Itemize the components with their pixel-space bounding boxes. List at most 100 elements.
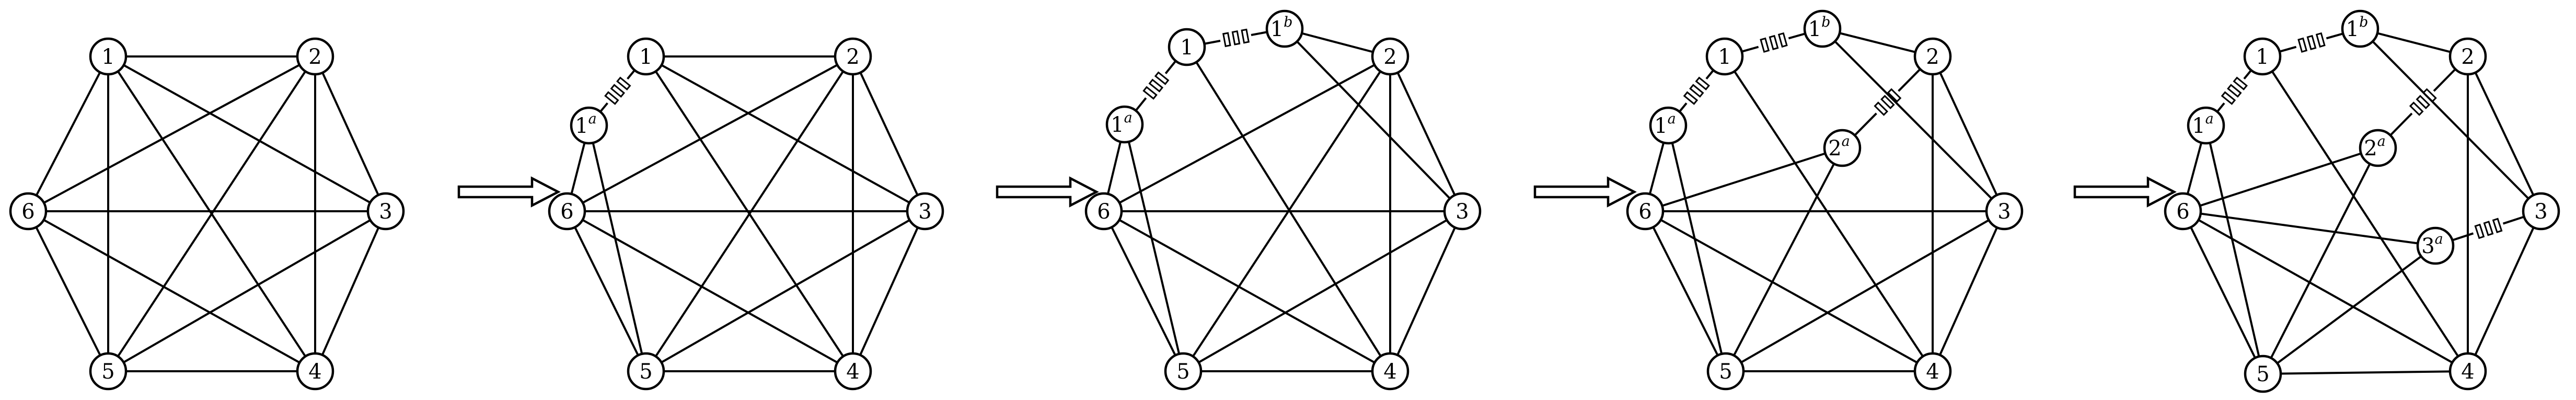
edge-3-4 <box>314 211 387 372</box>
node-1b: 1b <box>1265 9 1304 48</box>
edge-2-5 <box>107 55 316 372</box>
node-label: 1 <box>1718 45 1731 69</box>
node-6: 6 <box>548 192 586 231</box>
node-label: 2 <box>1926 45 1939 69</box>
node-6: 6 <box>2164 192 2202 231</box>
node-2a: 2a <box>1823 129 1862 167</box>
node-label: 1b <box>2346 14 2369 41</box>
node-label: 5 <box>101 360 114 384</box>
node-label: 1a <box>1111 110 1133 137</box>
node-5: 5 <box>1164 352 1203 391</box>
node-label: 3 <box>1456 200 1469 224</box>
node-label: 4 <box>1383 360 1396 384</box>
edges <box>566 55 926 372</box>
edge-4-5 <box>2262 370 2468 375</box>
node-label: 5 <box>1719 360 1732 384</box>
node-label: 1b <box>1270 14 1293 41</box>
node-6: 6 <box>1084 192 1123 231</box>
edge-3-5 <box>645 210 926 372</box>
node-1: 1 <box>1705 37 1744 76</box>
node-label: 2 <box>846 45 859 69</box>
node-label: 6 <box>560 200 573 224</box>
edge-1a-5 <box>1667 125 1727 372</box>
node-label: 1a <box>1654 111 1676 138</box>
edge-1-4 <box>1724 55 1934 372</box>
edge-4-6 <box>1103 210 1391 372</box>
node-label: 3 <box>918 200 931 224</box>
node-4: 4 <box>296 352 334 391</box>
split-connector-1-1b <box>1204 28 1267 48</box>
node-1b: 1b <box>1803 9 1842 48</box>
node-3: 3 <box>2522 192 2560 231</box>
node-1a: 1a <box>2187 106 2225 145</box>
node-label: 1a <box>2192 111 2214 138</box>
split-connector-1a-1 <box>1135 60 1177 111</box>
edge-2-3 <box>314 56 387 212</box>
edge-1-3 <box>108 55 386 212</box>
edge-2a-6 <box>2182 147 2378 212</box>
edge-1a-5 <box>588 125 647 372</box>
edge-2-3 <box>1389 56 1463 212</box>
split-connector-1-1b <box>1741 32 1806 53</box>
node-1a: 1a <box>1105 105 1144 144</box>
node-label: 1 <box>1180 36 1193 60</box>
node-label: 5 <box>2256 362 2269 386</box>
edge-2a-5 <box>2262 147 2379 374</box>
split-connector-1a-1 <box>599 69 636 113</box>
edge-3-4 <box>2467 211 2542 372</box>
node-label: 1a <box>575 111 597 138</box>
node-label: 3 <box>379 200 392 224</box>
edge-5-6 <box>566 211 647 372</box>
node-2a: 2a <box>2359 129 2397 167</box>
node-label: 4 <box>1926 360 1939 384</box>
node-3: 3 <box>906 192 944 231</box>
edges <box>2182 28 2542 375</box>
edge-1-4 <box>1186 46 1391 372</box>
node-6: 6 <box>1626 192 1665 231</box>
node-5: 5 <box>1706 352 1745 391</box>
node-2: 2 <box>1913 37 1952 76</box>
edge-2-6 <box>28 55 316 212</box>
edge-2-3 <box>2467 56 2542 212</box>
node-label: 5 <box>639 360 652 384</box>
node-label: 4 <box>308 360 321 384</box>
edge-4-6 <box>28 210 316 372</box>
edge-2a-6 <box>1645 147 1843 212</box>
edge-3-4 <box>1932 211 2005 372</box>
node-6: 6 <box>9 192 48 231</box>
edge-1b-2 <box>1822 28 1933 58</box>
edges <box>27 55 387 372</box>
node-2: 2 <box>2448 37 2487 76</box>
node-1a: 1a <box>1649 106 1688 145</box>
node-label: 5 <box>1176 360 1189 384</box>
node-label: 6 <box>2176 200 2189 224</box>
edges <box>1103 28 1463 372</box>
edge-3-5 <box>1725 210 2005 372</box>
edge-3-4 <box>1389 211 1463 372</box>
edge-5-6 <box>1644 211 1727 372</box>
transition-arrow-4 <box>2073 176 2177 208</box>
node-1: 1 <box>627 37 665 76</box>
edge-3-5 <box>1183 210 1463 372</box>
node-5: 5 <box>2244 355 2282 393</box>
split-connector-1a-1 <box>1678 70 1715 112</box>
edge-4-6 <box>567 210 853 372</box>
split-connector-1a-1 <box>2216 70 2252 112</box>
edge-3-4 <box>852 211 926 372</box>
edge-5-6 <box>1103 211 1184 372</box>
node-label: 2 <box>2461 45 2474 69</box>
node-4: 4 <box>2448 352 2487 391</box>
edge-4-6 <box>2182 210 2468 372</box>
node-5: 5 <box>89 352 128 391</box>
transition-arrow-1 <box>457 176 561 208</box>
node-label: 6 <box>1638 200 1651 224</box>
node-1: 1 <box>1168 28 1206 66</box>
edge-1-3 <box>645 55 926 212</box>
edge-1b-3 <box>2359 28 2542 212</box>
node-3a: 3a <box>2416 226 2455 265</box>
